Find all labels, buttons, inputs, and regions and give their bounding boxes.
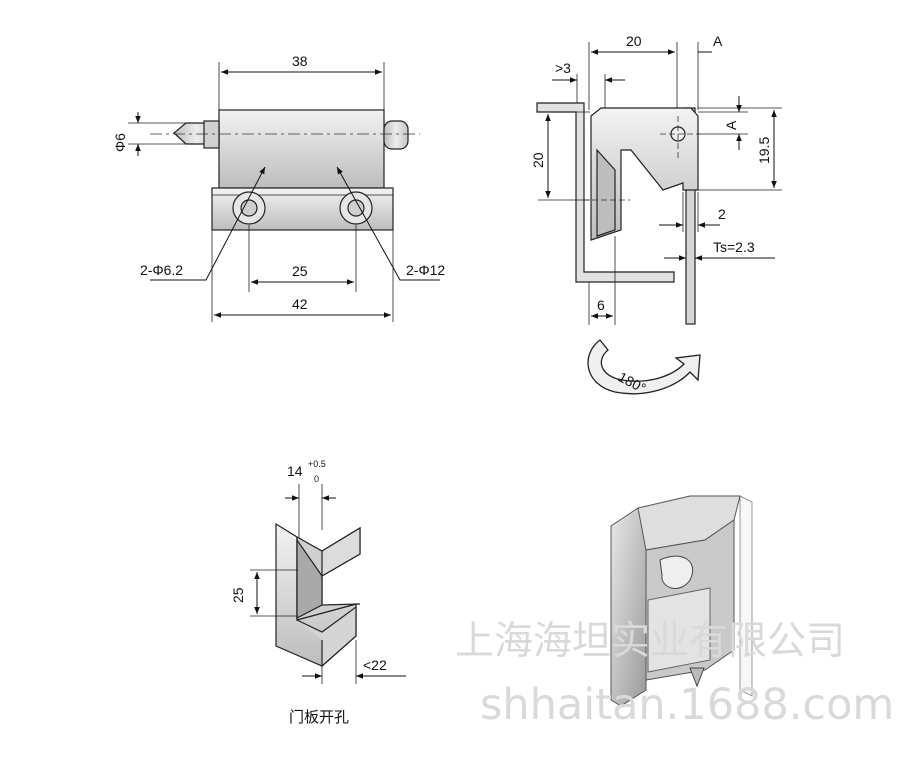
dim-38: 38	[292, 53, 308, 69]
dim-14: 14	[287, 463, 303, 479]
watermark-company: 上海海坦实业有限公司	[455, 619, 845, 664]
cutout-caption: 门板开孔	[289, 708, 349, 726]
dim-14-tol-upper: +0.5	[308, 459, 326, 469]
dim-19-5: 19.5	[756, 137, 772, 164]
dim-25: 25	[292, 263, 308, 279]
dim-ts: Ts=2.3	[713, 239, 755, 255]
front-view: 38 Φ6 2-Φ6.2 2-Φ12 25	[112, 53, 445, 322]
hinge-body-side	[590, 107, 699, 241]
dim-2: 2	[718, 206, 726, 222]
dim-lt22: <22	[363, 657, 387, 673]
side-view: 20 A >3 20 A 19.5	[530, 33, 782, 396]
dim-6: 6	[597, 297, 605, 313]
cutout-view: 14 +0.5 0 25 <22 门板开孔	[230, 459, 406, 726]
dim-14-tol-lower: 0	[314, 474, 319, 484]
dim-A-top: A	[713, 33, 723, 49]
hinge-pin-right	[383, 120, 409, 150]
dim-phi6: Φ6	[112, 133, 128, 152]
dim-gt3: >3	[555, 60, 571, 76]
watermark-site: shhaitan.1688.com	[480, 680, 894, 730]
dim-25-cutout: 25	[230, 587, 246, 603]
dim-A-right: A	[723, 120, 739, 130]
dim-hole-small: 2-Φ6.2	[140, 262, 183, 278]
hinge-upper-leaf	[218, 109, 385, 189]
dim-20-top: 20	[626, 33, 642, 49]
rotation-arrow-icon	[587, 339, 701, 395]
dim-42: 42	[292, 296, 308, 312]
dim-20-left: 20	[530, 152, 546, 168]
dim-hole-large: 2-Φ12	[406, 262, 445, 278]
isometric-view	[610, 495, 753, 707]
